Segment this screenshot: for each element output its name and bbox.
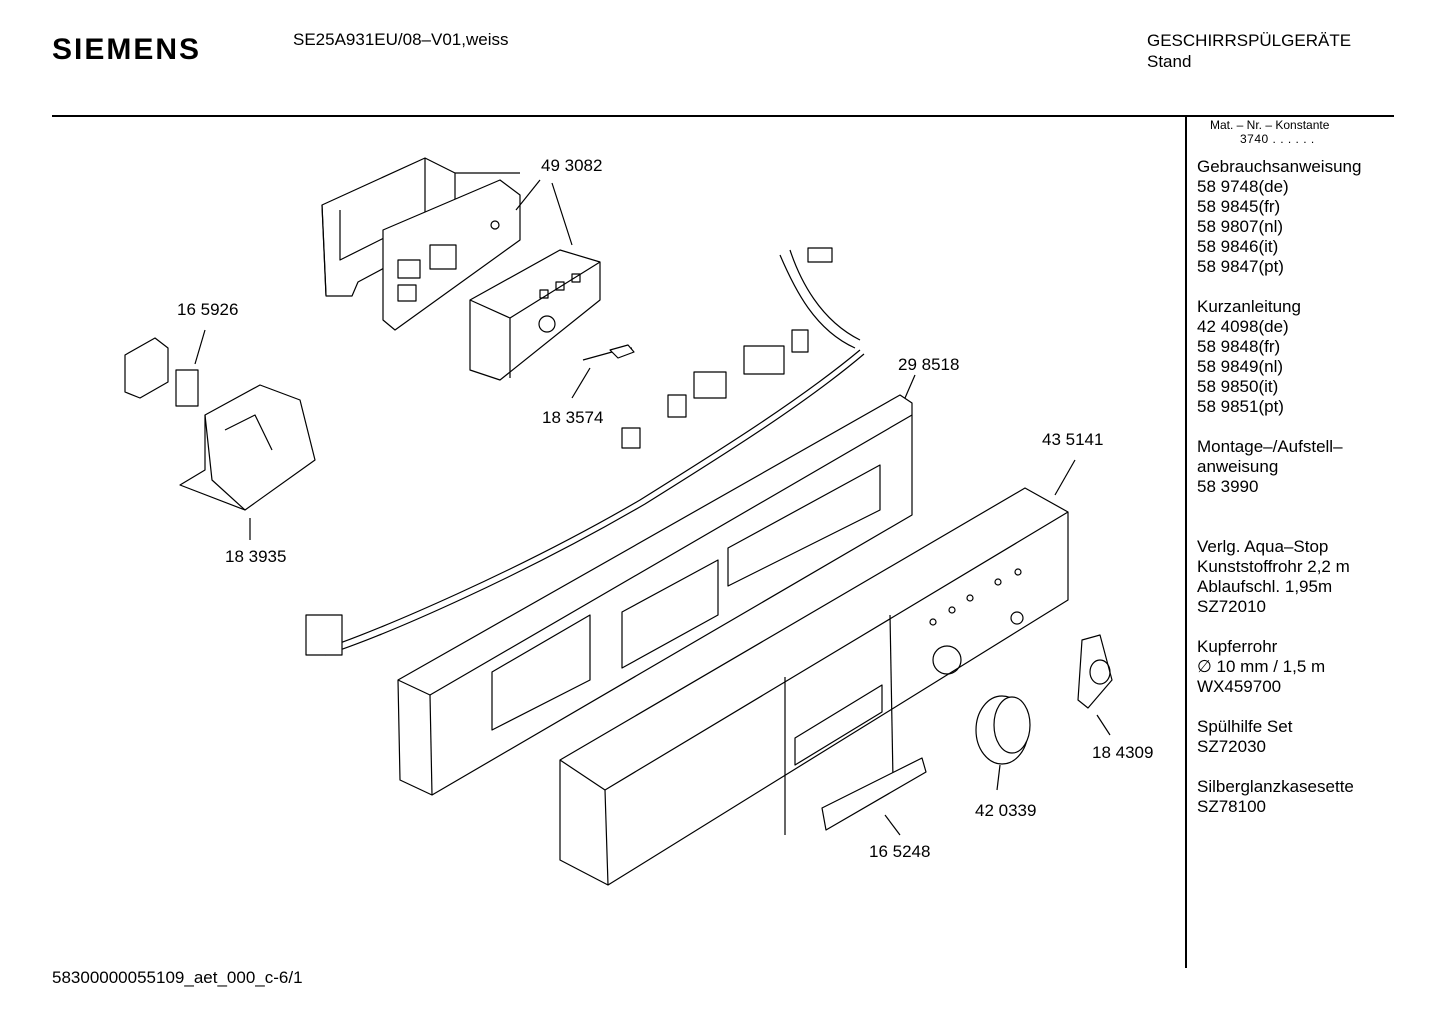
doc-item: Ablaufschl. 1,95m: [1197, 577, 1333, 596]
doc-group-title: Silberglanzkasesette: [1197, 777, 1354, 796]
doc-item: ∅ 10 mm / 1,5 m: [1197, 657, 1326, 676]
doc-group-title: Kupferrohr: [1197, 637, 1278, 656]
doc-group-title: Spülhilfe Set: [1197, 717, 1293, 736]
part-pin: [582, 344, 635, 361]
callout-493082: 49 3082: [541, 156, 603, 175]
doc-item: SZ78100: [1197, 797, 1266, 816]
doc-item: 58 9849(nl): [1197, 357, 1284, 376]
doc-group-montage: Montage–/Aufstell– anweisung 58 3990: [1197, 437, 1397, 497]
doc-group-kurzanleitung: Kurzanleitung 42 4098(de) 58 9848(fr) 58…: [1197, 297, 1397, 417]
side-panel-divider: [1185, 117, 1187, 968]
doc-item: WX459700: [1197, 677, 1282, 696]
part-wiring-harness: [305, 247, 865, 656]
category-title: GESCHIRRSPÜLGERÄTE: [1147, 31, 1352, 50]
callout-298518: 29 8518: [898, 355, 960, 374]
doc-group-aqua-stop: Verlg. Aqua–Stop Kunststoffrohr 2,2 m Ab…: [1197, 537, 1397, 617]
doc-item: Kunststoffrohr 2,2 m: [1197, 557, 1350, 576]
documentation-panel: Mat. – Nr. – Konstante 3740 . . . . . . …: [1197, 118, 1397, 817]
category-subtitle: Stand: [1147, 52, 1192, 71]
document-id: 58300000055109_aet_000_c-6/1: [52, 968, 303, 987]
konstante-value: 3740 . . . . . .: [1240, 132, 1315, 146]
doc-item: 58 9850(it): [1197, 377, 1279, 396]
callout-420339: 42 0339: [975, 801, 1037, 820]
callout-leader-lines: [194, 172, 1111, 836]
doc-item: 58 3990: [1197, 477, 1259, 496]
callout-183935: 18 3935: [225, 547, 287, 566]
doc-item: SZ72010: [1197, 597, 1266, 616]
model-number: SE25A931EU/08–V01,weiss: [293, 30, 509, 49]
doc-item: 58 9847(pt): [1197, 257, 1284, 276]
part-fascia-panel: [559, 487, 1069, 886]
konstante-label: Mat. – Nr. – Konstante: [1210, 118, 1330, 132]
doc-item: 58 9848(fr): [1197, 337, 1281, 356]
doc-group-kupferrohr: Kupferrohr ∅ 10 mm / 1,5 m WX459700: [1197, 637, 1397, 697]
callout-165926: 16 5926: [177, 300, 239, 319]
header-divider: [52, 115, 1394, 117]
doc-group-title: Montage–/Aufstell–: [1197, 437, 1343, 456]
doc-item: 58 9851(pt): [1197, 397, 1284, 416]
part-control-frame: [397, 394, 913, 796]
callout-435141: 43 5141: [1042, 430, 1104, 449]
doc-group-title: Gebrauchsanweisung: [1197, 157, 1362, 176]
part-electronic-module: [469, 249, 601, 381]
part-handle-strip: [821, 757, 927, 831]
part-switch-holder: [179, 384, 316, 511]
part-selector-switch: [1077, 634, 1113, 709]
doc-group-title: Kurzanleitung: [1197, 297, 1301, 316]
doc-item: anweisung: [1197, 457, 1279, 476]
doc-item: 42 4098(de): [1197, 317, 1289, 336]
appliance-category: GESCHIRRSPÜLGERÄTE Stand: [1147, 30, 1351, 72]
doc-group-silberglanz: Silberglanzkasesette SZ78100: [1197, 777, 1397, 817]
doc-item: 58 9748(de): [1197, 177, 1289, 196]
callout-183574: 18 3574: [542, 408, 604, 427]
doc-item: 58 9845(fr): [1197, 197, 1281, 216]
part-relay-cover: [124, 337, 199, 407]
doc-item: 58 9807(nl): [1197, 217, 1284, 236]
doc-group-spuelhilfe: Spülhilfe Set SZ72030: [1197, 717, 1397, 757]
brand-logo: SIEMENS: [52, 33, 202, 66]
doc-group-title: Verlg. Aqua–Stop: [1197, 537, 1329, 556]
callout-184309: 18 4309: [1092, 743, 1154, 762]
part-rotary-knob: [975, 695, 1031, 765]
part-control-board: [382, 179, 521, 331]
doc-group-gebrauchsanweisung: Gebrauchsanweisung 58 9748(de) 58 9845(f…: [1197, 157, 1397, 277]
doc-item: SZ72030: [1197, 737, 1266, 756]
callout-165248: 16 5248: [869, 842, 931, 861]
doc-item: 58 9846(it): [1197, 237, 1279, 256]
exploded-parts-drawing: [124, 157, 1113, 886]
